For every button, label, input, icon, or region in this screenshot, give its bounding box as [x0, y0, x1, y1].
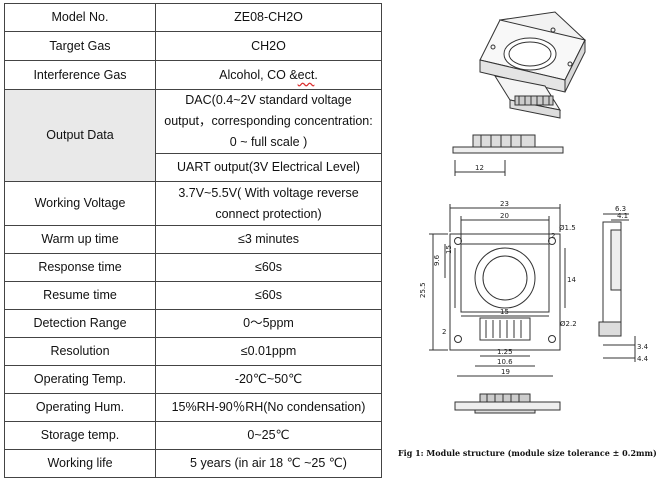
spec-label: Output Data [4, 89, 156, 182]
side-view-right [599, 214, 635, 362]
spec-table: Model No. ZE08-CH2O Target Gas CH2O Inte… [4, 3, 382, 478]
dim-3-4: 3.4 [637, 343, 649, 351]
spec-label: Detection Range [4, 309, 156, 338]
dim-4-1: 4.1 [617, 212, 628, 220]
spec-label: Response time [4, 253, 156, 282]
table-row: Interference Gas Alcohol, CO &ect. [4, 60, 382, 90]
side-view-top [453, 135, 563, 176]
dim-2-right: 2 [551, 232, 555, 240]
spec-value: ≤60s [155, 281, 382, 310]
spec-value: -20℃~50℃ [155, 365, 382, 394]
table-row: Response time ≤60s [4, 253, 382, 282]
dim-12: 12 [475, 164, 484, 172]
table-row: Warm up time ≤3 minutes [4, 225, 382, 254]
spec-value: ≤60s [155, 253, 382, 282]
spec-value: Alcohol, CO &ect. [155, 60, 382, 90]
spec-label: Working Voltage [4, 181, 156, 226]
spec-value: ZE08-CH2O [155, 3, 382, 32]
spec-value: DAC(0.4~2V standard voltage output，corre… [155, 89, 382, 154]
spec-label: Interference Gas [4, 60, 156, 90]
spec-label: Model No. [4, 3, 156, 32]
dim-20: 20 [500, 212, 509, 220]
spec-value: ≤3 minutes [155, 225, 382, 254]
spec-label: Operating Temp. [4, 365, 156, 394]
spec-value-suffix: . [314, 67, 318, 82]
isometric-module-view [480, 12, 585, 118]
spec-label: Resolution [4, 337, 156, 366]
spec-label: Warm up time [4, 225, 156, 254]
spec-value: 0～5ppm [155, 309, 382, 338]
dim-19: 19 [501, 368, 510, 376]
spec-value: CH2O [155, 31, 382, 61]
spec-label: Resume time [4, 281, 156, 310]
spec-value: 0~25℃ [155, 421, 382, 450]
module-drawing: 12 23 20 Ø1.5 2 9.6 15 14 25.5 15 Ø2.2 [419, 0, 649, 445]
table-row: Resume time ≤60s [4, 281, 382, 310]
dim-6-3: 6.3 [615, 205, 626, 213]
dim-14: 14 [567, 276, 576, 284]
dim-2-left: 2 [442, 328, 446, 336]
table-row: Target Gas CH2O [4, 31, 382, 61]
spec-value: ≤0.01ppm [155, 337, 382, 366]
table-row: Storage temp. 0~25℃ [4, 421, 382, 450]
dim-hole-1-5: Ø1.5 [559, 224, 576, 232]
table-row: Operating Temp. -20℃~50℃ [4, 365, 382, 394]
table-row: UART output(3V Electrical Level) [5, 153, 382, 182]
table-row: Detection Range 0～5ppm [4, 309, 382, 338]
spec-label: Target Gas [4, 31, 156, 61]
table-row: Working life 5 years (in air 18 ℃ ~25 ℃) [4, 449, 382, 478]
spec-value: UART output(3V Electrical Level) [155, 153, 382, 182]
spec-value-text: Alcohol, CO & [219, 67, 298, 82]
dim-15-left: 15 [445, 245, 453, 254]
table-row: Output Data DAC(0.4~2V standard voltage … [4, 89, 382, 182]
spec-value: 5 years (in air 18 ℃ ~25 ℃) [155, 449, 382, 478]
spec-value: 3.7V~5.5V( With voltage reverse connect … [155, 181, 382, 226]
dim-25-5: 25.5 [419, 282, 427, 298]
spec-label: Operating Hum. [4, 393, 156, 422]
dim-hole-2-2: Ø2.2 [560, 320, 577, 328]
table-row: Resolution ≤0.01ppm [4, 337, 382, 366]
dim-4-4: 4.4 [637, 355, 649, 363]
bottom-view [455, 394, 560, 413]
table-row: Model No. ZE08-CH2O [4, 3, 382, 32]
table-row: Working Voltage 3.7V~5.5V( With voltage … [4, 181, 382, 226]
dim-15-bottom: 15 [500, 308, 509, 316]
dim-9-6: 9.6 [433, 254, 441, 266]
top-view [429, 204, 565, 376]
spec-label: Working life [4, 449, 156, 478]
spec-label: Storage temp. [4, 421, 156, 450]
spec-value: 15%RH-90％RH(No condensation) [155, 393, 382, 422]
dim-1-25: 1.25 [497, 348, 513, 356]
dim-10-6: 10.6 [497, 358, 513, 366]
dim-23: 23 [500, 200, 509, 208]
table-row: Operating Hum. 15%RH-90％RH(No condensati… [4, 393, 382, 422]
figure-caption: Fig 1: Module structure (module size tol… [398, 448, 657, 458]
spelling-flag: ect [297, 67, 315, 82]
